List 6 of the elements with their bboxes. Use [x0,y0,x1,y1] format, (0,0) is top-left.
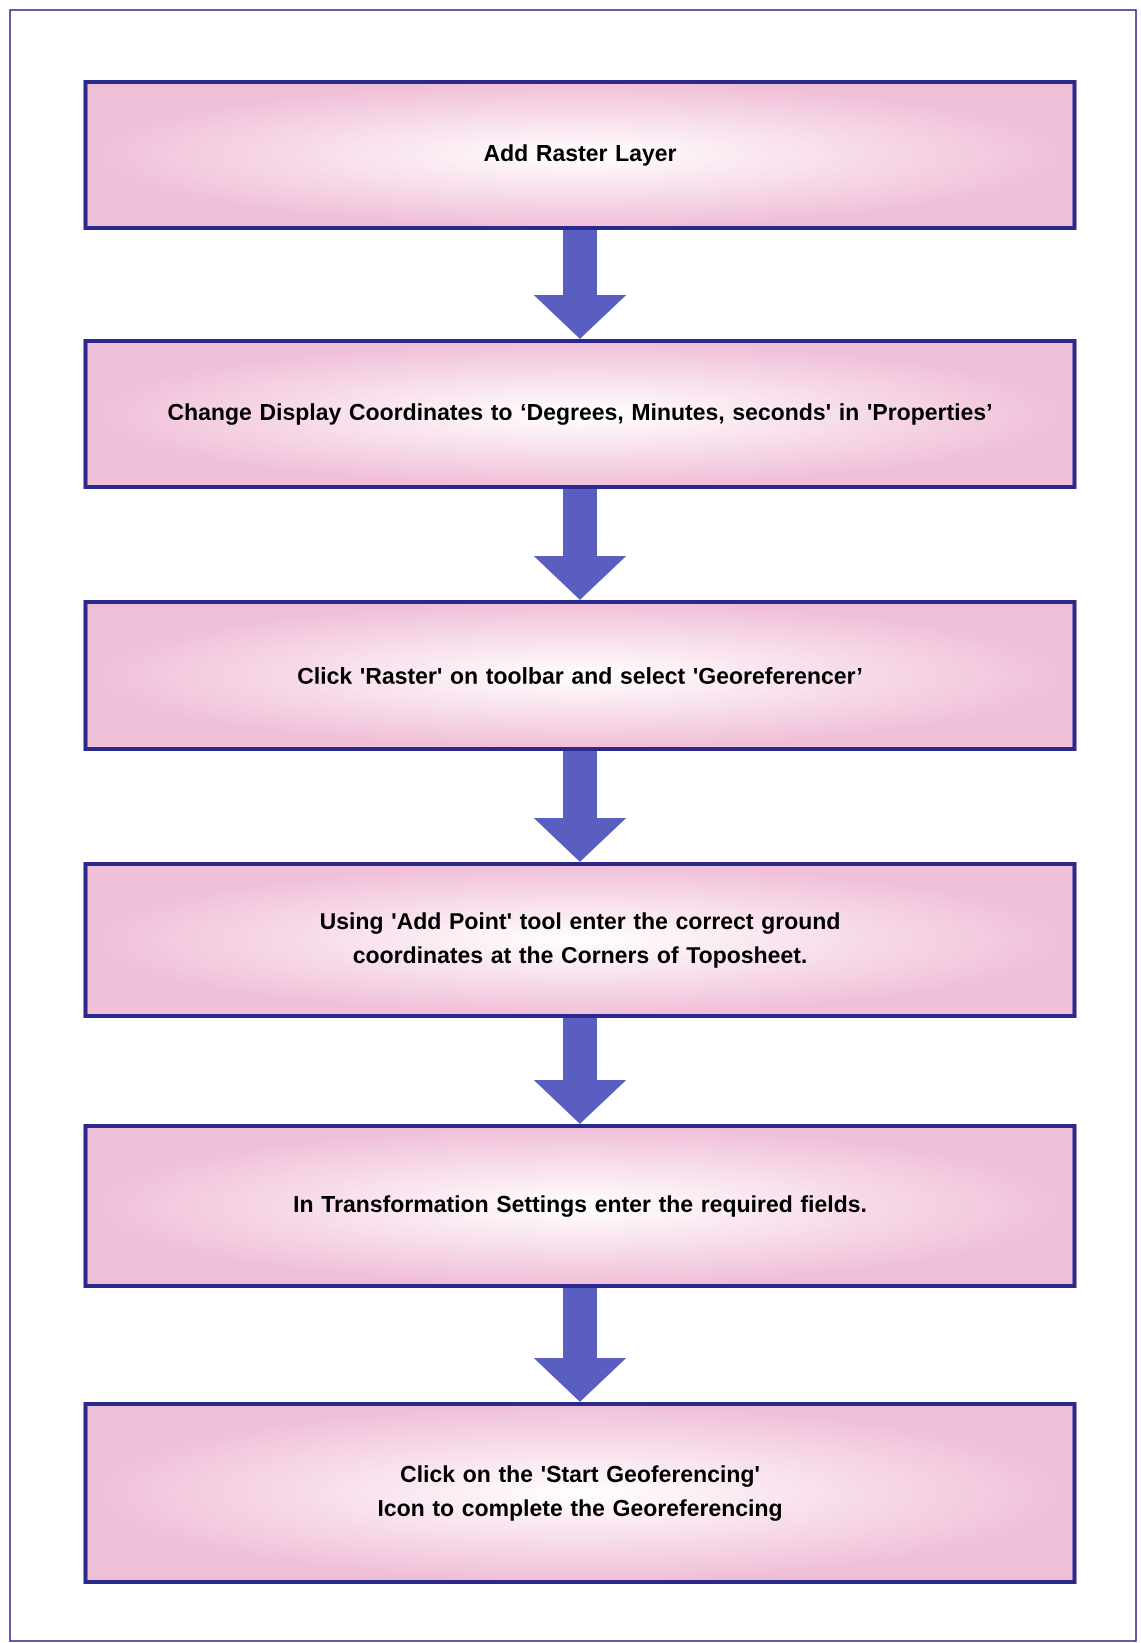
process-box: Change Display Coordinates to ‘Degrees, Minutes, seconds' in 'Properties’ [83,339,1077,489]
process-box: Click on the 'Start Geoferencing' Icon to complete the Georeferencing [83,1402,1077,1584]
process-box: Click 'Raster' on toolbar and select 'Georeferencer’ [83,600,1077,751]
process-box: Using 'Add Point' tool enter the correct ground coordinates at the Corners of Toposheet. [83,862,1077,1018]
process-box: Add Raster Layer [83,80,1077,230]
process-box: In Transformation Settings enter the required fields. [83,1124,1077,1288]
